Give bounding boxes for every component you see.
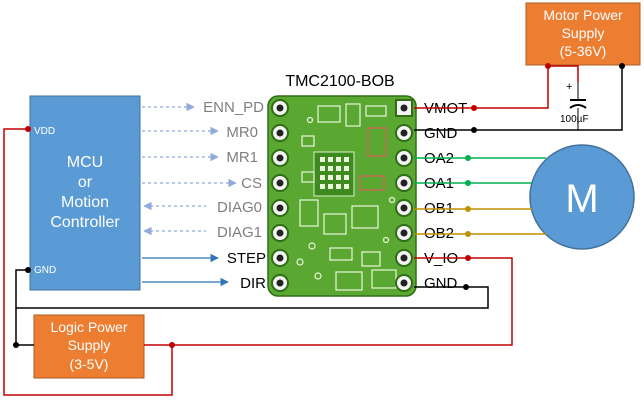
motor-supply-line2: Supply <box>562 25 605 41</box>
left-header <box>271 99 289 292</box>
capacitor: + 100µF <box>560 81 589 125</box>
mcu-label-line4: Controller <box>50 214 120 231</box>
mcu-box <box>29 95 141 291</box>
capacitor-value: 100µF <box>560 114 589 125</box>
logic-supply-line2: Supply <box>68 337 111 353</box>
mcu-vdd-label: VDD <box>34 126 55 137</box>
pin-label-enn-pd: ENN_PD <box>203 99 264 116</box>
pcb-components <box>296 103 397 291</box>
wire-v-io <box>144 257 513 346</box>
wire-gnd-bottom <box>15 269 489 309</box>
wires <box>3 65 623 396</box>
motor-supply-line1: Motor Power <box>543 7 623 23</box>
mcu-block: MCU or Motion Controller VDD GND <box>29 95 141 291</box>
pin-label-diag0: DIAG0 <box>217 199 262 216</box>
logic-power-supply: Logic Power Supply (3-5V) <box>33 314 145 379</box>
board-title: TMC2100-BOB <box>285 73 394 90</box>
wire-logic-gnd <box>15 308 34 346</box>
left-pin-labels: ENN_PD MR0 MR1 CS DIAG0 DIAG1 STEP DIR <box>203 99 266 292</box>
pin-label-cs: CS <box>241 175 262 192</box>
pin-label-mr0: MR0 <box>226 124 258 141</box>
mcu-label-line1: MCU <box>67 154 103 171</box>
motor-label: M <box>565 177 598 221</box>
wire-motor-gnd <box>414 65 623 131</box>
pin-label-step: STEP <box>227 250 266 267</box>
right-header <box>395 99 413 292</box>
motor-supply-line3: (5-36V) <box>560 43 607 59</box>
motor-supply-box <box>525 2 641 66</box>
tmc2100-board <box>267 95 417 297</box>
mcu-label-line2: or <box>78 174 93 191</box>
pin-label-diag1: DIAG1 <box>217 224 262 241</box>
motor-circle <box>529 144 635 250</box>
pcb-chip-pads <box>320 157 349 189</box>
mcu-label-line3: Motion <box>61 194 109 211</box>
wire-cap-positive <box>547 65 579 82</box>
capacitor-plus: + <box>566 81 572 93</box>
stepper-motor: M <box>529 144 635 250</box>
junction-dots <box>13 63 625 348</box>
capacitor-curved-plate <box>569 104 587 109</box>
motor-power-supply: Motor Power Supply (5-36V) <box>525 2 641 66</box>
pin-label-mr1: MR1 <box>226 149 258 166</box>
mcu-gnd-label: GND <box>34 265 56 276</box>
logic-supply-line1: Logic Power <box>50 319 127 335</box>
wire-logic-vdd <box>3 128 173 396</box>
pin-label-dir: DIR <box>240 275 266 292</box>
right-pin-labels: VMOT GND OA2 OA1 OB1 OB2 V_IO GND <box>424 100 467 292</box>
logic-supply-line3: (3-5V) <box>70 356 109 372</box>
logic-supply-box <box>33 314 145 379</box>
wire-vmot <box>414 65 549 109</box>
pin-label-gnd-bottom: GND <box>424 275 458 292</box>
signal-arrows <box>142 102 237 287</box>
pin-label-gnd-top: GND <box>424 125 458 142</box>
